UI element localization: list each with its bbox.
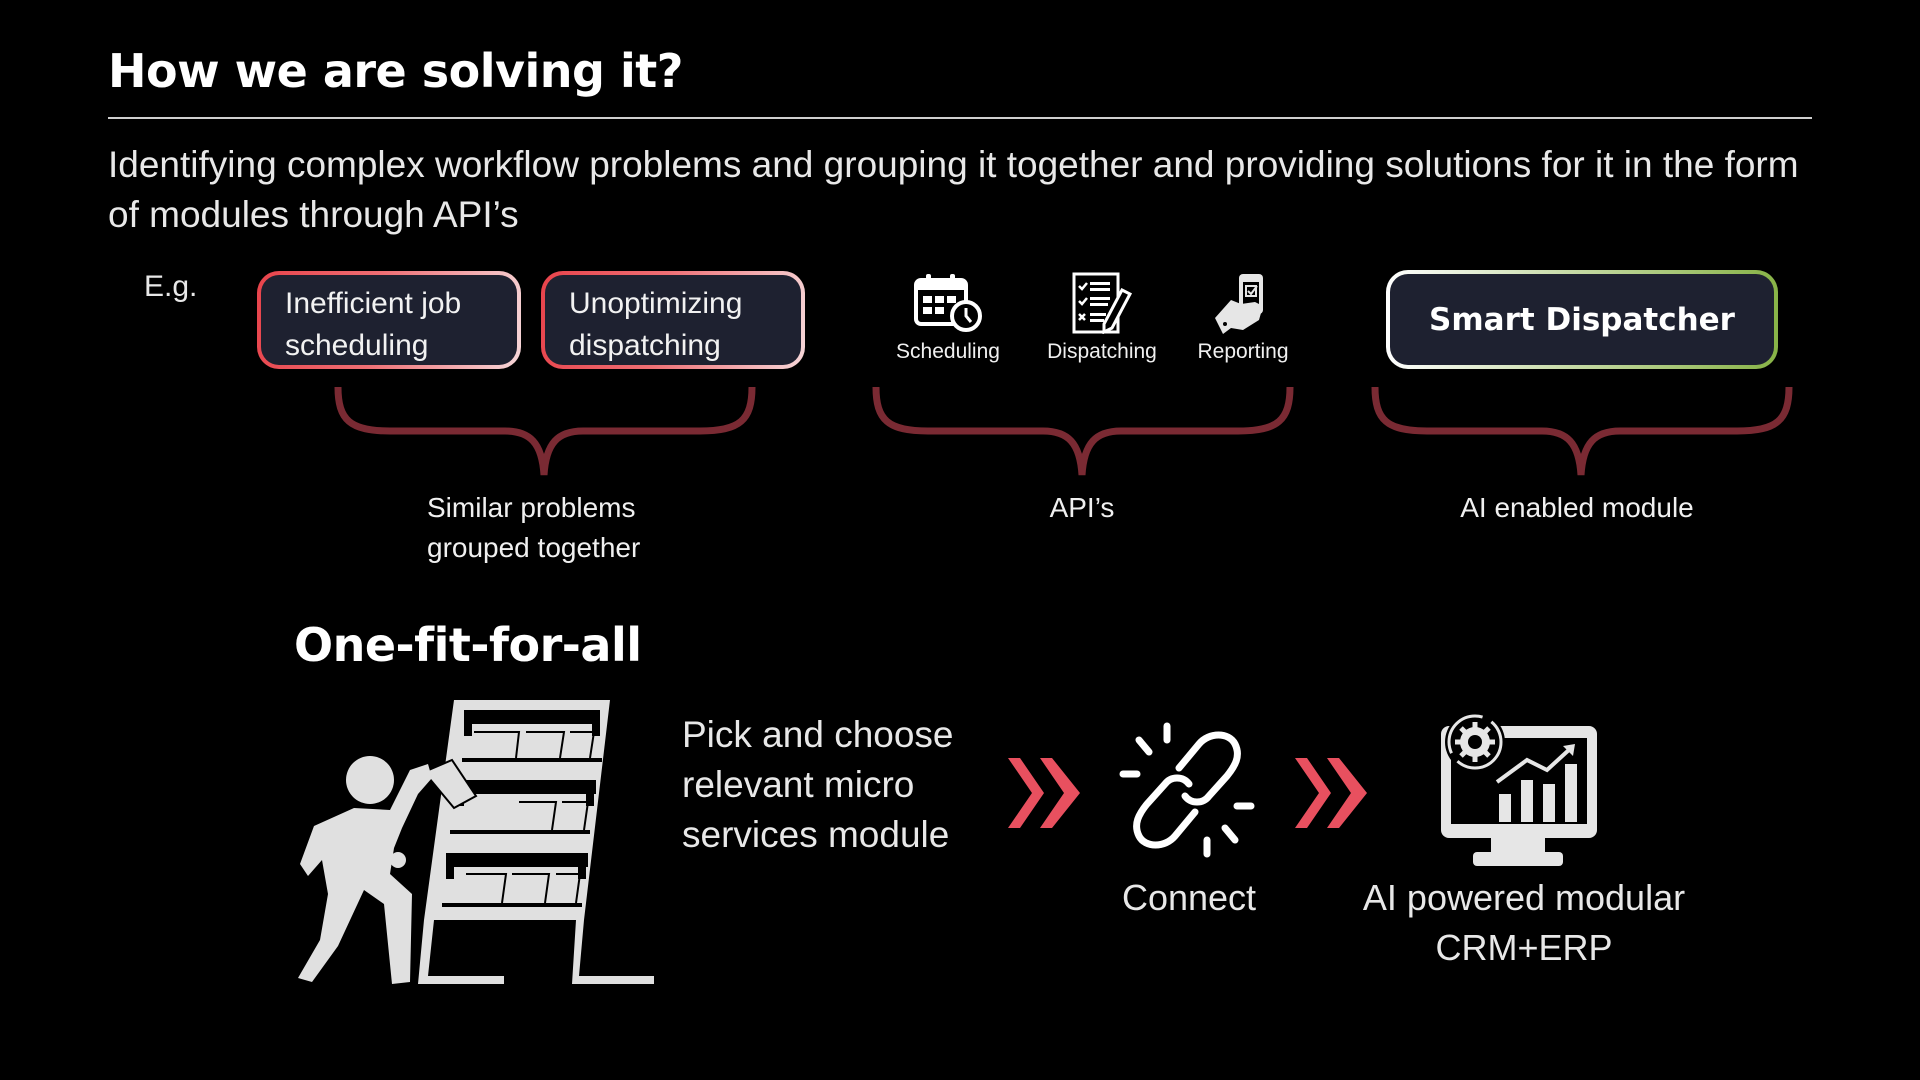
step-pick-label: Pick and choose relevant micro services … bbox=[682, 714, 954, 855]
page-title: How we are solving it? bbox=[108, 44, 683, 98]
module-card-smart-dispatcher: Smart Dispatcher bbox=[1386, 270, 1778, 369]
group-label-problems: Similar problems grouped together bbox=[427, 492, 641, 563]
person-shelf-icon bbox=[298, 700, 654, 984]
step-crm-erp-label: AI powered modular CRM+ERP bbox=[1362, 877, 1686, 968]
api-reporting: Reporting bbox=[1168, 272, 1318, 364]
problem-card-dispatching: Unoptimizing dispatching bbox=[541, 271, 805, 369]
group-label-module: AI enabled module bbox=[1460, 492, 1694, 523]
checklist-pencil-icon bbox=[1072, 272, 1133, 334]
link-icon bbox=[1119, 722, 1255, 858]
monitor-analytics-icon bbox=[1441, 712, 1597, 866]
hand-phone-check-icon bbox=[1215, 274, 1263, 334]
flow-heading: One-fit-for-all bbox=[294, 618, 642, 672]
api-dispatching: Dispatching bbox=[1027, 272, 1177, 364]
title-divider bbox=[108, 117, 1812, 119]
calendar-clock-icon bbox=[914, 274, 982, 332]
step-connect-label: Connect bbox=[1121, 877, 1257, 918]
page-subtitle: Identifying complex workflow problems an… bbox=[108, 144, 1799, 235]
double-chevron-right-icon bbox=[1008, 758, 1080, 828]
module-card-label: Smart Dispatcher bbox=[1390, 274, 1774, 365]
api-label: Reporting bbox=[1197, 340, 1289, 363]
brace-apis bbox=[872, 386, 1294, 476]
problem-card-scheduling: Inefficient job scheduling bbox=[257, 271, 521, 369]
brace-problems bbox=[334, 386, 756, 476]
brace-module bbox=[1371, 386, 1793, 476]
problem-card-label: Inefficient job scheduling bbox=[261, 275, 517, 365]
double-chevron-right-icon bbox=[1295, 758, 1367, 828]
api-label: Scheduling bbox=[896, 340, 1000, 363]
problem-card-label: Unoptimizing dispatching bbox=[545, 275, 801, 365]
api-scheduling: Scheduling bbox=[873, 272, 1023, 364]
group-label-apis: API’s bbox=[1049, 492, 1115, 523]
api-label: Dispatching bbox=[1047, 340, 1157, 363]
example-prefix: E.g. bbox=[144, 270, 198, 303]
